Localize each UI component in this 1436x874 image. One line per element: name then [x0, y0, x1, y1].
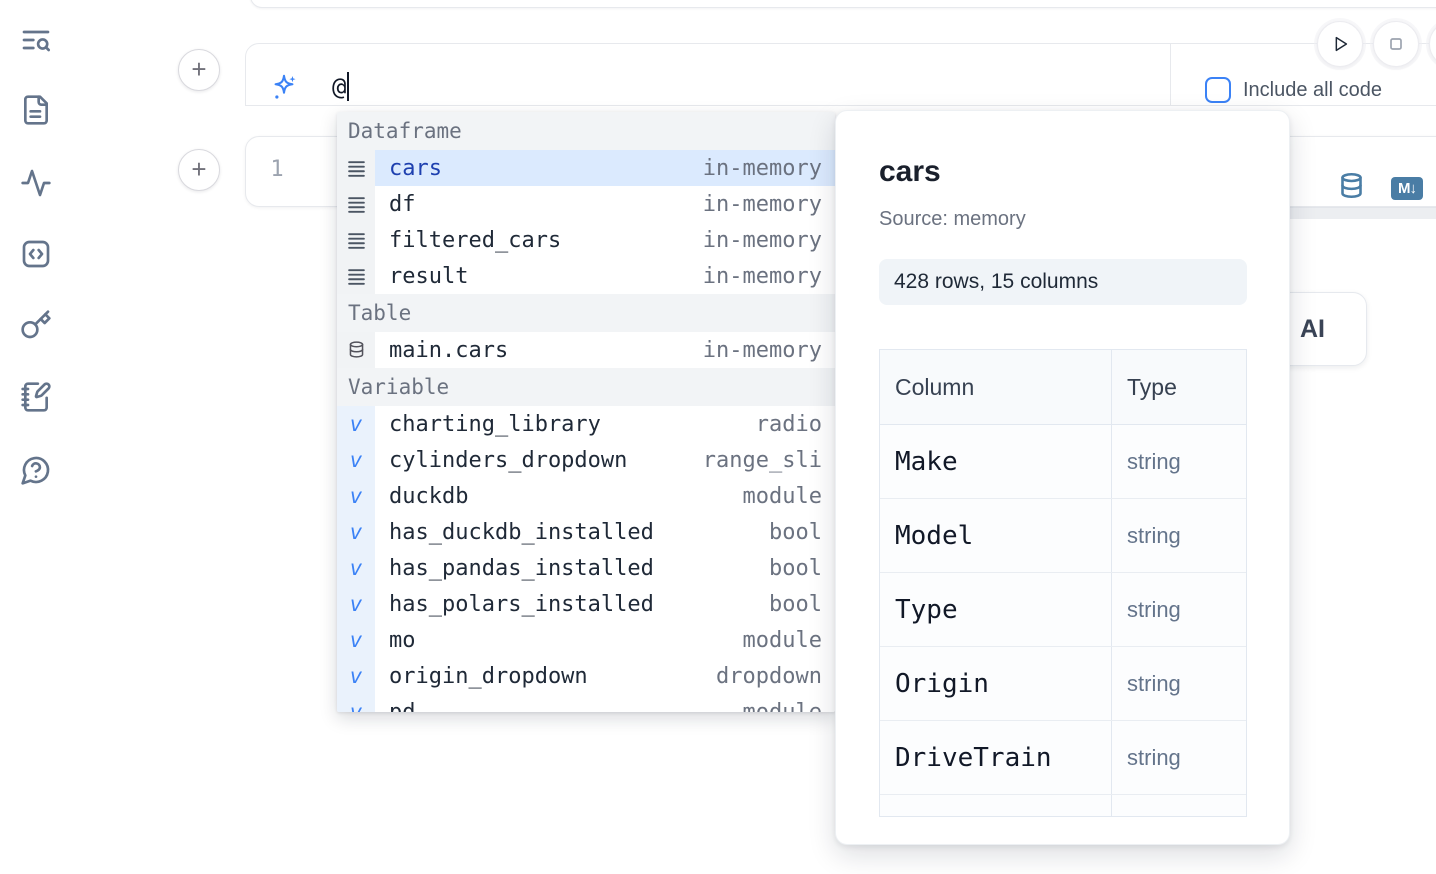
table-row: Origin string: [880, 647, 1246, 721]
table-row: DriveTrain string: [880, 721, 1246, 795]
section-header-table: Table: [337, 294, 835, 332]
stop-button[interactable]: [1373, 21, 1419, 67]
previous-cell-partial: [250, 0, 1436, 8]
notebook-pen-icon[interactable]: [20, 381, 52, 413]
text-cursor: [347, 72, 350, 101]
rows-icon: [347, 196, 365, 213]
add-cell-button-bottom[interactable]: +: [178, 149, 220, 191]
shape-badge: 428 rows, 15 columns: [879, 259, 1247, 305]
left-sidebar: [0, 0, 72, 874]
variable-icon: v: [349, 412, 363, 436]
stop-icon: [1390, 38, 1402, 50]
preview-title: cars: [879, 155, 941, 188]
variable-icon: v: [349, 484, 363, 508]
dataframe-preview-card: cars Source: memory 428 rows, 15 columns…: [835, 110, 1290, 845]
variable-icon: v: [349, 664, 363, 688]
play-icon: [1335, 36, 1348, 52]
rows-icon: [347, 268, 365, 285]
section-header-dataframe: Dataframe: [337, 112, 835, 150]
include-all-code-checkbox[interactable]: [1205, 77, 1231, 103]
ai-prompt-panel: @ Include all code: [245, 43, 1436, 106]
table-row: Model string: [880, 499, 1246, 573]
rows-icon: [347, 232, 365, 249]
key-icon[interactable]: [20, 309, 52, 341]
ai-prompt-input[interactable]: @: [246, 44, 1171, 105]
schema-table: Column Type Make string Model string Typ…: [879, 349, 1247, 817]
type-header: Type: [1127, 373, 1177, 400]
rows-icon: [347, 160, 365, 177]
include-all-code-label: Include all code: [1243, 78, 1382, 101]
help-chat-icon[interactable]: [20, 454, 52, 486]
variable-icon: v: [349, 520, 363, 544]
column-header: Column: [880, 350, 1112, 424]
line-number: 1: [270, 157, 284, 182]
schema-table-header: Column Type: [880, 350, 1246, 425]
ai-button-label: AI: [1300, 315, 1325, 343]
table-row-partial: [880, 795, 1246, 816]
variable-icon: v: [349, 448, 363, 472]
variable-icon: v: [349, 628, 363, 652]
preview-source: Source: memory: [879, 208, 1026, 230]
run-button[interactable]: [1317, 21, 1363, 67]
variable-icon: v: [349, 700, 363, 712]
text-search-icon[interactable]: [20, 24, 52, 56]
ai-input-value: @: [332, 72, 347, 101]
variable-icon: v: [349, 556, 363, 580]
table-row: Type string: [880, 573, 1246, 647]
markdown-icon[interactable]: M↓: [1391, 177, 1423, 200]
activity-icon[interactable]: [20, 167, 52, 199]
sparkles-icon: [269, 73, 299, 103]
section-header-variable: Variable: [337, 368, 835, 406]
file-text-icon[interactable]: [20, 94, 52, 126]
add-cell-button-top[interactable]: +: [178, 49, 220, 91]
table-row: Make string: [880, 425, 1246, 499]
variable-icon: v: [349, 592, 363, 616]
code-square-icon[interactable]: [20, 238, 52, 270]
datasources-icon[interactable]: [1338, 172, 1365, 200]
database-icon: [349, 341, 363, 358]
